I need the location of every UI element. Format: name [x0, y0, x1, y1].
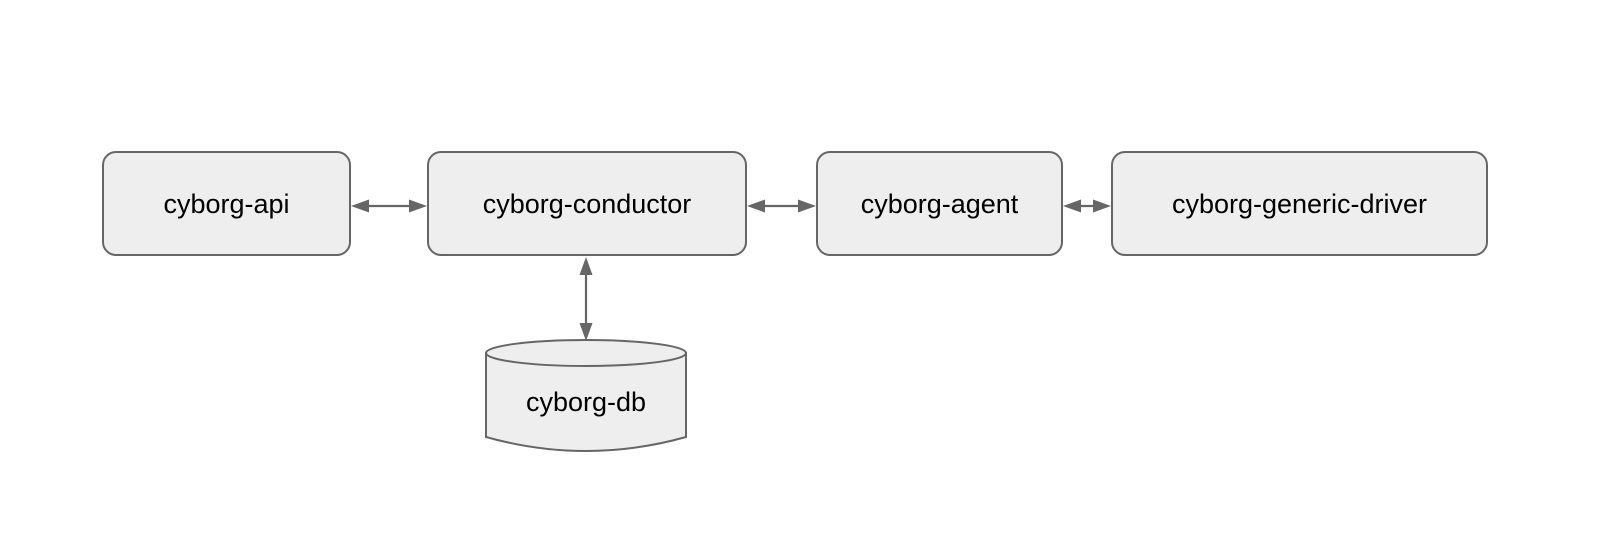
- edge-agent-generic-driver-arrowhead-left: [1063, 199, 1081, 213]
- node-cyborg-api-shape[interactable]: [102, 151, 351, 256]
- edge-conductor-db-arrowhead-up: [579, 257, 593, 275]
- edge-agent-generic-driver-arrowhead-right: [1093, 199, 1111, 213]
- edge-conductor-agent-arrowhead-left: [747, 199, 765, 213]
- node-cyborg-generic-driver[interactable]: cyborg-generic-driver: [1111, 151, 1488, 256]
- edge-conductor-db: [579, 257, 593, 341]
- node-cyborg-agent-shape[interactable]: [816, 151, 1063, 256]
- node-cyborg-conductor[interactable]: cyborg-conductor: [427, 151, 747, 256]
- edge-api-conductor-arrowhead-right: [409, 199, 427, 213]
- node-cyborg-db-cylinder-top[interactable]: [485, 339, 687, 367]
- node-cyborg-api-label: cyborg-api: [163, 189, 289, 219]
- node-cyborg-db-label: cyborg-db: [526, 387, 646, 417]
- edge-conductor-agent: [747, 199, 816, 213]
- node-cyborg-conductor-label: cyborg-conductor: [483, 189, 692, 219]
- node-cyborg-agent[interactable]: cyborg-agent: [816, 151, 1063, 256]
- edge-api-conductor: [351, 199, 427, 213]
- node-cyborg-generic-driver-label: cyborg-generic-driver: [1172, 189, 1427, 219]
- node-cyborg-agent-label: cyborg-agent: [861, 189, 1019, 219]
- node-cyborg-generic-driver-shape[interactable]: [1111, 151, 1488, 256]
- node-cyborg-db[interactable]: cyborg-db: [485, 339, 687, 452]
- node-cyborg-db-cylinder-body[interactable]: [485, 352, 687, 452]
- edge-api-conductor-arrowhead-left: [351, 199, 369, 213]
- node-cyborg-api[interactable]: cyborg-api: [102, 151, 351, 256]
- edge-conductor-db-arrowhead-down: [579, 323, 593, 341]
- edge-conductor-agent-arrowhead-right: [798, 199, 816, 213]
- edge-agent-generic-driver: [1063, 199, 1111, 213]
- node-cyborg-conductor-shape[interactable]: [427, 151, 747, 256]
